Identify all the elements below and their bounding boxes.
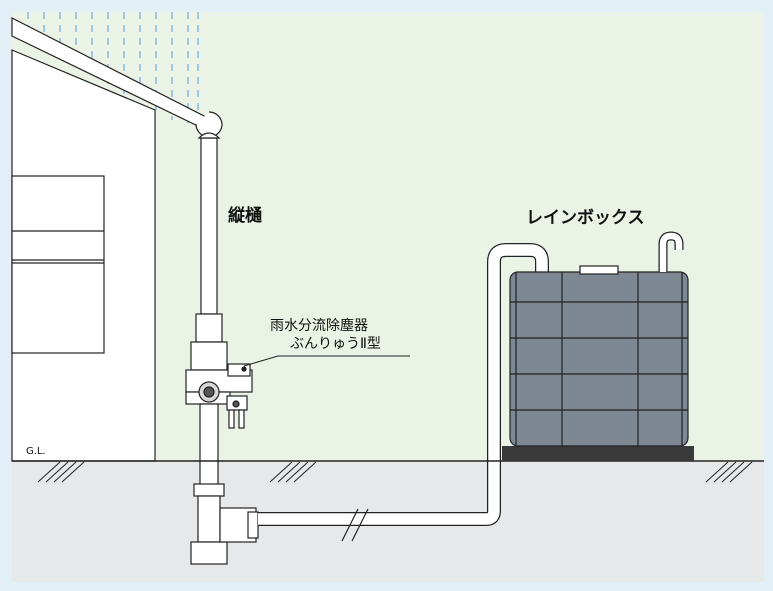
tank-body xyxy=(509,271,689,447)
transfer-pipe xyxy=(219,243,549,543)
separator-label-line1: 雨水分流除塵器 xyxy=(270,318,368,334)
house xyxy=(11,49,156,462)
separator-leader-line xyxy=(243,355,410,367)
ground-hatching xyxy=(37,461,753,483)
ground-level-label: G.L. xyxy=(26,446,46,457)
tank-lid xyxy=(579,265,619,275)
gutter xyxy=(195,111,223,138)
tank-base xyxy=(502,446,694,461)
rainbox-tank xyxy=(502,231,694,461)
rainbox-label: レインボックス xyxy=(526,208,645,228)
separator-label-line2: ぶんりゅうⅡ型 xyxy=(290,336,381,352)
roof-eave xyxy=(11,17,223,138)
downspout-lower xyxy=(190,403,228,565)
overflow-pipe xyxy=(659,232,683,272)
downspout-pipe xyxy=(190,132,228,371)
downspout-label: 縦樋 xyxy=(228,206,262,226)
